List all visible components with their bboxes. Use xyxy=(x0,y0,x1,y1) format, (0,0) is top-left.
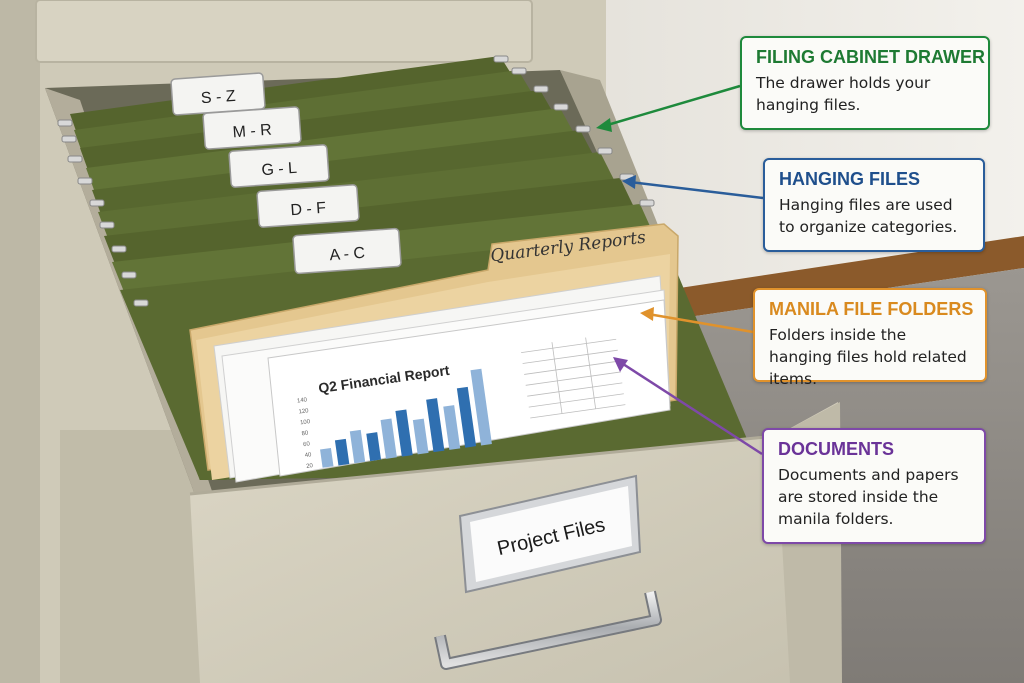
callout-documents: DOCUMENTS Documents and papers are store… xyxy=(762,428,986,544)
divider-tab-label: D - F xyxy=(290,200,327,219)
document-table-column xyxy=(551,342,563,414)
cabinet-side xyxy=(0,0,40,683)
document-chart-bar xyxy=(366,432,382,462)
callout-description: Documents and papers are stored inside t… xyxy=(778,466,959,528)
document-chart-bar xyxy=(380,418,397,459)
divider-tab-4: D - F xyxy=(256,184,360,228)
divider-tab-2: M - R xyxy=(202,106,302,150)
arrow-head xyxy=(596,118,612,132)
document-chart-bar xyxy=(443,405,461,450)
drawer-handle xyxy=(434,590,662,670)
baseboard xyxy=(600,236,1024,330)
callout-title: MANILA FILE FOLDERS xyxy=(769,299,974,319)
document-bar-chart xyxy=(320,368,492,468)
document-chart-bar xyxy=(320,447,334,468)
document-y-tick: 80 xyxy=(301,430,309,437)
arrow-hanging-files xyxy=(629,180,764,200)
document-chart-bar xyxy=(470,368,492,446)
arrow-manila-file-folders xyxy=(647,312,754,334)
document-chart-bar xyxy=(395,409,413,457)
arrow-filing-cabinet-drawer xyxy=(603,84,741,128)
callout-hanging-files: HANGING FILES Hanging files are used to … xyxy=(763,158,985,252)
divider-tab-1: S - Z xyxy=(170,72,266,116)
document-table-row xyxy=(521,338,617,354)
hanger-hooks xyxy=(57,55,655,307)
document-y-tick: 60 xyxy=(303,441,311,448)
document-y-tick: 140 xyxy=(297,397,308,404)
callout-title: HANGING FILES xyxy=(779,169,921,189)
arrow-head xyxy=(640,307,654,321)
divider-tab-label: G - L xyxy=(261,160,298,179)
document-y-tick: 120 xyxy=(298,408,309,415)
callout-description: The drawer holds your hanging files. xyxy=(756,74,931,114)
document-table-row xyxy=(527,382,623,397)
drawer-label-holder: Project Files xyxy=(458,474,642,594)
callout-title: DOCUMENTS xyxy=(778,439,894,459)
divider-tab-label: A - C xyxy=(329,245,366,264)
lower-cabinet-front xyxy=(60,430,210,683)
document-chart-bar xyxy=(412,418,429,455)
document-table-column xyxy=(585,337,597,409)
callout-description: Folders inside the hanging files hold re… xyxy=(769,326,967,388)
document-chart-bar xyxy=(349,429,366,464)
document-chart-bar xyxy=(334,438,350,466)
document-y-tick: 20 xyxy=(306,463,314,470)
callout-manila-file-folders: MANILA FILE FOLDERS Folders inside the h… xyxy=(753,288,987,388)
callout-filing-cabinet-drawer: FILING CABINET DRAWER The drawer holds y… xyxy=(740,36,990,130)
drawer-front-edge xyxy=(189,434,777,496)
arrow-documents xyxy=(619,360,763,456)
document-y-axis: 140 120 100 80 60 40 20 xyxy=(297,397,314,470)
document-table-row xyxy=(528,393,624,408)
document-table-row xyxy=(524,360,620,375)
document-y-tick: 40 xyxy=(304,452,312,459)
callout-description: Hanging files are used to organize categ… xyxy=(779,196,958,236)
divider-tab-5: A - C xyxy=(292,227,402,275)
document-table-row xyxy=(522,349,618,364)
document-chart-bar xyxy=(456,386,477,448)
document-y-tick: 100 xyxy=(300,419,311,426)
arrow-head xyxy=(622,175,636,189)
document-table-row xyxy=(530,404,626,419)
arrow-head xyxy=(613,357,628,372)
divider-tab-label: S - Z xyxy=(200,88,236,107)
callout-title: FILING CABINET DRAWER xyxy=(756,47,985,67)
divider-tab-label: M - R xyxy=(232,122,272,142)
upper-drawer-front xyxy=(35,0,533,63)
leader-arrows xyxy=(596,84,764,456)
document-table-row xyxy=(525,371,621,386)
divider-tab-3: G - L xyxy=(228,144,330,188)
document-data-table xyxy=(521,337,626,419)
document-chart-bar xyxy=(426,398,445,453)
